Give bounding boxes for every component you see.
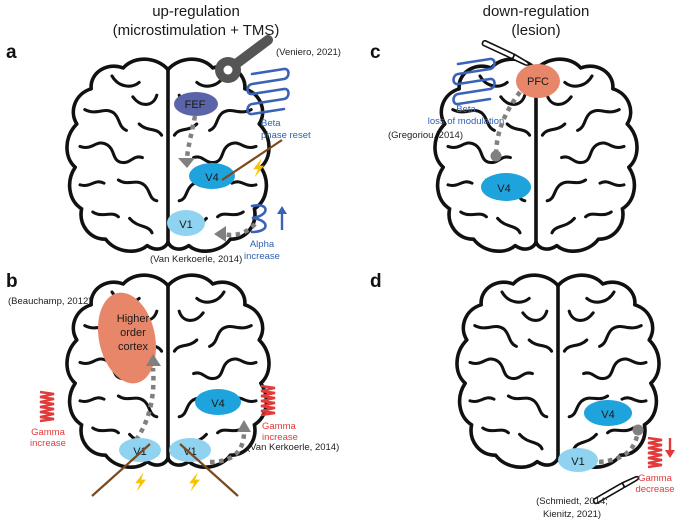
panel-b-v4-label: V4 bbox=[211, 398, 224, 410]
panel-a-beta-label: Beta bbox=[261, 118, 281, 129]
right-column-subtitle: (lesion) bbox=[511, 22, 560, 39]
hoc-label-line-2: order bbox=[120, 327, 146, 339]
alpha-wave-icon bbox=[250, 203, 267, 234]
panel-c-beta-wave-icon bbox=[452, 57, 496, 106]
pfc-region bbox=[516, 64, 560, 98]
panel-a-citation-top: (Veniero, 2021) bbox=[276, 47, 341, 58]
panel-c-v4-region bbox=[481, 173, 531, 201]
v4-label: V4 bbox=[205, 172, 218, 184]
tms-coil-icon bbox=[215, 35, 273, 83]
panel-d-brain-icon bbox=[455, 273, 661, 469]
panel-b-label: b bbox=[6, 271, 18, 292]
v1-to-hoc-arrow bbox=[134, 367, 156, 442]
electrode-icon bbox=[221, 139, 283, 181]
beta-wave-icon bbox=[246, 67, 290, 116]
panel-d-citation-line-1: (Schmiedt, 2014; bbox=[536, 496, 608, 507]
panel-c-beta-label: Beta bbox=[456, 104, 476, 115]
fef-label: FEF bbox=[185, 99, 206, 111]
panel-b-brain-icon bbox=[65, 273, 271, 469]
v4-region bbox=[189, 163, 235, 189]
panel-a-alpha-increase-label: increase bbox=[244, 251, 280, 262]
panel-a-beta-phase-label: phase reset bbox=[261, 130, 311, 141]
panel-b-gamma-right-label: Gamma bbox=[262, 421, 297, 432]
panel-b-gamma-left-label: Gamma bbox=[31, 427, 66, 438]
left-column-subtitle: (microstimulation + TMS) bbox=[113, 22, 280, 39]
panel-b-gamma-right-icon bbox=[259, 384, 277, 417]
panel-b-citation-top: (Beauchamp, 2012) bbox=[8, 296, 91, 307]
panel-a: a (Veniero, 2021) Beta phase reset FEF V… bbox=[6, 35, 341, 265]
hoc-label-line-1: Higher bbox=[117, 313, 150, 325]
pfc-to-v4-arrow bbox=[493, 90, 522, 157]
panel-b: b (Beauchamp, 2012) Higher order cortex … bbox=[6, 271, 339, 497]
panel-d-v1-region bbox=[558, 448, 598, 472]
panel-b-bolt-left-icon bbox=[135, 472, 146, 492]
fef-to-v4-arrow bbox=[184, 115, 198, 159]
panel-d-arrow-end-dot-icon bbox=[632, 424, 644, 436]
hoc-label-line-3: cortex bbox=[118, 341, 148, 353]
v1-to-v4-arrowhead-icon bbox=[214, 226, 226, 242]
v1-to-hoc-arrowhead-icon bbox=[146, 354, 161, 366]
v1-to-v4-feedback-arrow bbox=[221, 222, 257, 238]
panel-d-gamma-label: Gamma bbox=[638, 473, 673, 484]
panel-b-electrode-left-icon bbox=[91, 443, 151, 497]
panel-d-gamma-icon bbox=[646, 436, 664, 469]
panel-b-v1-to-v4-arrowhead-icon bbox=[237, 420, 251, 432]
right-column-title: down-regulation bbox=[483, 3, 590, 20]
panel-d-label: d bbox=[370, 271, 382, 292]
left-column-title: up-regulation bbox=[152, 3, 240, 20]
panel-b-v1-to-v4-arrow bbox=[209, 431, 247, 465]
panel-c-beta-loss-label: loss of modulation bbox=[428, 116, 505, 127]
panel-b-gamma-left-increase: increase bbox=[30, 438, 66, 449]
fef-region bbox=[174, 92, 218, 116]
panel-c: c PFC Beta loss of modulation (Gregoriou… bbox=[370, 39, 639, 253]
panel-c-v4-label: V4 bbox=[497, 183, 510, 195]
pfc-label: PFC bbox=[527, 76, 549, 88]
panel-c-scalpel-icon bbox=[480, 39, 531, 67]
panel-b-citation-right: (Van Kerkoerle, 2014) bbox=[247, 442, 339, 453]
panel-d-gamma-decrease-label: decrease bbox=[635, 484, 674, 495]
gamma-down-arrowhead-icon bbox=[665, 450, 675, 458]
panel-a-citation-bottom: (Van Kerkoerle, 2014) bbox=[150, 254, 242, 265]
panel-c-citation: (Gregoriou, 2014) bbox=[388, 130, 463, 141]
panel-d-v1-to-v4-arrow bbox=[598, 429, 641, 465]
panel-c-arrow-end-dot-icon bbox=[490, 150, 502, 162]
panel-d-citation-line-2: Kienitz, 2021) bbox=[543, 509, 601, 520]
alpha-up-arrowhead-icon bbox=[277, 206, 287, 214]
panel-b-gamma-left-icon bbox=[38, 390, 56, 423]
v1-region bbox=[167, 210, 205, 236]
panel-d-v4-label: V4 bbox=[601, 409, 614, 421]
fef-to-v4-arrowhead-icon bbox=[178, 158, 195, 168]
panel-a-alpha-label: Alpha bbox=[250, 239, 275, 250]
panel-a-label: a bbox=[6, 42, 17, 63]
panel-b-v1-left-region bbox=[119, 438, 161, 462]
panel-d-v1-label: V1 bbox=[571, 456, 584, 468]
higher-order-cortex-region bbox=[97, 292, 157, 384]
panel-d: d V4 V1 Gamma decrease (Schmiedt, 2014; … bbox=[370, 271, 675, 520]
panel-b-v1-right-region bbox=[169, 438, 211, 462]
panel-b-bolt-right-icon bbox=[189, 472, 200, 492]
panel-d-v4-region bbox=[584, 400, 632, 426]
v1-label: V1 bbox=[179, 219, 192, 231]
panel-b-gamma-right-increase: increase bbox=[262, 432, 298, 443]
panel-c-label: c bbox=[370, 42, 381, 63]
panel-b-electrode-right-icon bbox=[179, 443, 239, 497]
panel-b-v4-region bbox=[195, 389, 241, 415]
